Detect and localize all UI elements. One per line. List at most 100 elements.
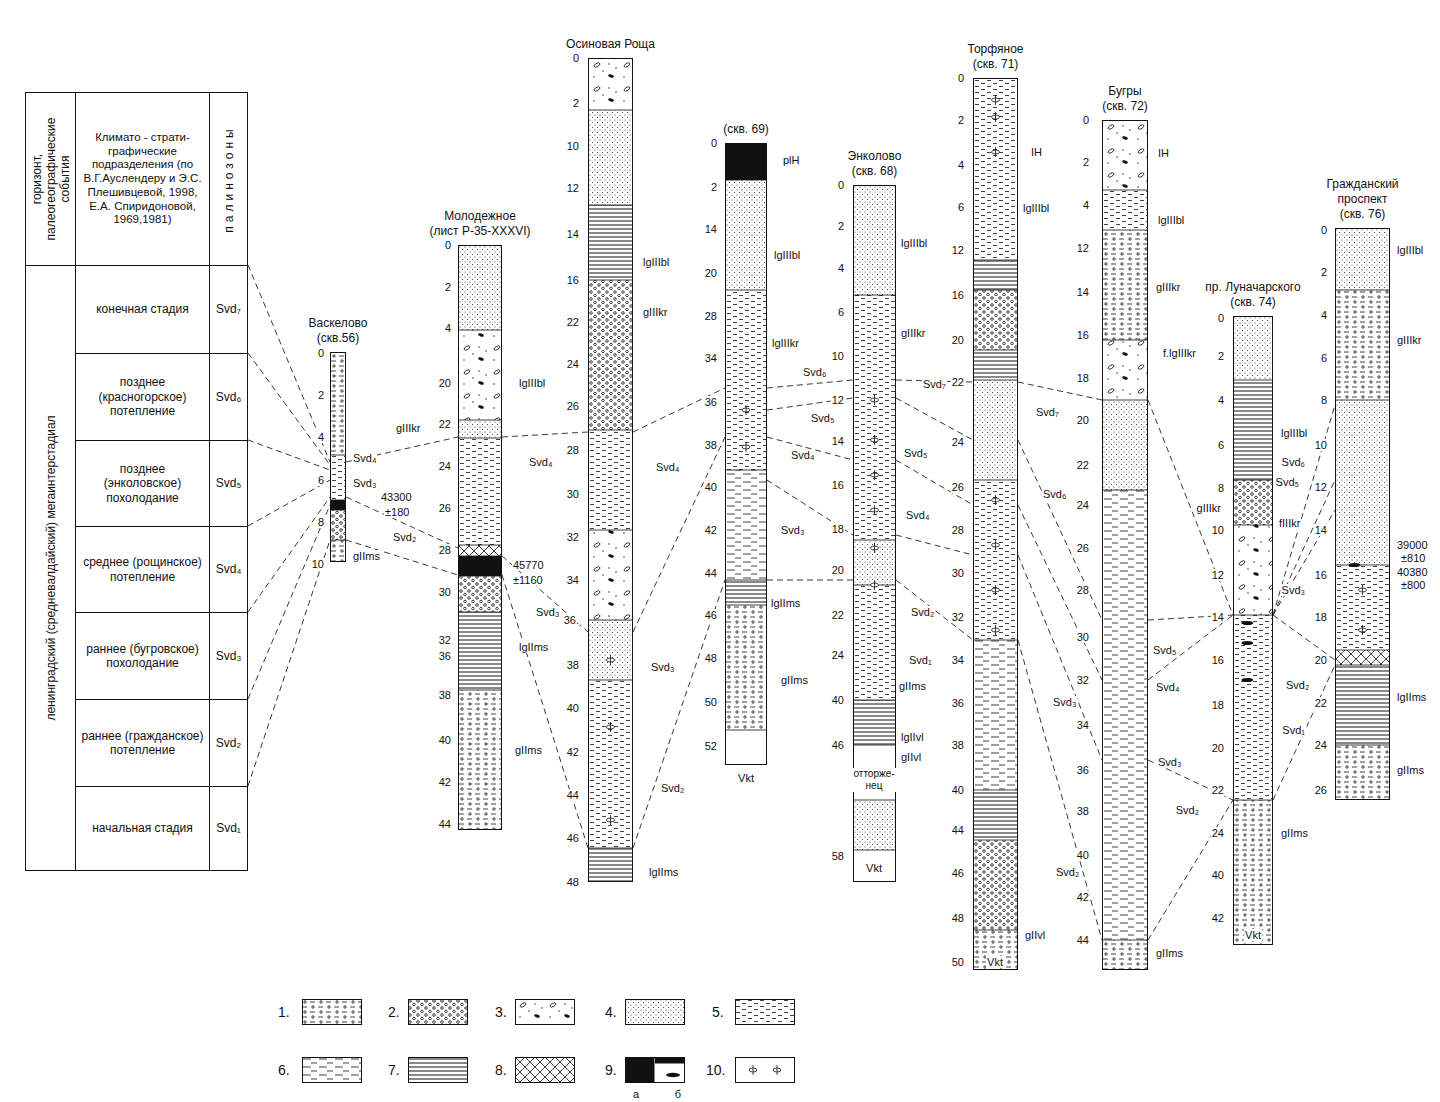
correlation-line xyxy=(248,540,330,786)
annotation-label: gIIms xyxy=(780,674,809,686)
cell-text: позднее (энколовское) похолодание xyxy=(80,462,205,505)
annotation-label: Vkt xyxy=(1244,929,1262,941)
annotation-label: отторже- нец xyxy=(851,768,897,792)
lithology-layer xyxy=(726,290,766,470)
annotation-label: 34 xyxy=(566,574,580,586)
annotation-label: 14 xyxy=(1314,524,1328,536)
cell-body: Svd₂ xyxy=(210,700,247,786)
layer-boundary xyxy=(459,545,501,546)
lithology-layer xyxy=(331,500,345,510)
legend-number: 3. xyxy=(495,999,507,1025)
legend-item: 7. xyxy=(388,1057,400,1083)
annotation-label: 14 xyxy=(831,435,845,447)
annotation-label: 44 xyxy=(566,789,580,801)
annotation-label: ±800 xyxy=(1400,579,1426,591)
annotation-label: 46 xyxy=(704,609,718,621)
cell-body: Svd₆ xyxy=(210,354,247,440)
lithology-layer xyxy=(1103,121,1147,190)
annotation-label: gIIms xyxy=(1396,764,1425,776)
annotation-label: Svd₅ xyxy=(903,447,928,459)
column-title: (скв. 76) xyxy=(1308,207,1418,222)
annotation-label: plH xyxy=(782,154,801,166)
correlation-line xyxy=(1018,440,1102,620)
layer-boundary xyxy=(726,580,766,581)
pollen-symbol xyxy=(1362,585,1363,595)
layer-boundary xyxy=(589,430,632,431)
annotation-label: lgIIIbl xyxy=(1396,244,1424,256)
annotation-label: 4 xyxy=(444,322,452,334)
legend-number: 4. xyxy=(605,999,617,1025)
layer-boundary xyxy=(854,800,895,801)
cell-text: Svd₄ xyxy=(216,562,242,576)
lithology-layer xyxy=(331,540,345,561)
pollen-symbol xyxy=(610,655,611,665)
annotation-label: 40 xyxy=(1076,849,1090,861)
annotation-label: Svd₇ xyxy=(922,378,947,390)
lithology-layer xyxy=(589,110,632,205)
annotation-label: 6 xyxy=(317,474,325,486)
layer-boundary xyxy=(1336,745,1389,746)
lithology-layer xyxy=(726,605,766,730)
annotation-label: 10 xyxy=(1211,524,1225,536)
borehole-column: (скв. 69) xyxy=(725,143,767,765)
annotation-label: 2 xyxy=(957,114,965,126)
layer-boundary xyxy=(1234,380,1272,381)
annotation-label: 8 xyxy=(317,516,325,528)
lithology-layer xyxy=(1103,230,1147,340)
lithology-column xyxy=(1103,121,1147,969)
layer-boundary xyxy=(1103,230,1147,231)
annotation-label: 6 xyxy=(1320,352,1328,364)
borehole-column: Осиновая Роща xyxy=(588,58,633,882)
annotation-label: 42 xyxy=(1076,891,1090,903)
lithology-layer xyxy=(1103,400,1147,490)
cell-text: Svd₃ xyxy=(216,649,242,663)
annotation-label: Svd₅ xyxy=(810,412,835,424)
lithology-layer xyxy=(974,79,1017,260)
swatch-fill xyxy=(516,1058,575,1083)
column-heading: Гражданский проспект(скв. 76) xyxy=(1308,177,1418,222)
annotation-label: Svd₃ xyxy=(352,477,377,489)
layer-boundary xyxy=(1234,525,1272,526)
lithology-layer xyxy=(854,540,895,585)
pollen-symbol xyxy=(874,505,875,515)
correlation-line xyxy=(502,575,588,848)
borehole-column: Торфяное(скв. 71) xyxy=(973,78,1018,970)
borehole-column: Бугры(скв. 72) xyxy=(1102,120,1148,970)
annotation-label: 14 xyxy=(1076,286,1090,298)
correlation-line xyxy=(1273,665,1335,800)
annotation-label: 36 xyxy=(1076,764,1090,776)
legend-item: 6. xyxy=(278,1057,290,1083)
table-cell: горизонт, палеогеографические события xyxy=(25,92,76,266)
annotation-label: 38 xyxy=(951,739,965,751)
pollen-symbol xyxy=(995,112,996,122)
legend-number: 8. xyxy=(495,1057,507,1083)
annotation-label: Svd₄ xyxy=(352,452,377,464)
lithology-layer xyxy=(1234,615,1272,800)
annotation-label: 34 xyxy=(1076,719,1090,731)
annotation-label: Svd₃ xyxy=(1157,756,1182,768)
correlation-line xyxy=(346,497,458,548)
correlation-line xyxy=(1018,505,1102,680)
lithology-layer xyxy=(854,295,895,540)
annotation-label: ±810 xyxy=(1400,552,1426,564)
legend-number: 9. xyxy=(605,1057,617,1083)
annotation-label: 20 xyxy=(1076,414,1090,426)
layer-boundary xyxy=(974,640,1017,641)
vertical-text: горизонт, палеогеографические события xyxy=(30,98,72,261)
swatch-fill xyxy=(303,1058,362,1083)
correlation-line xyxy=(1148,800,1233,940)
annotation-label: Svd₃ xyxy=(1052,696,1077,708)
column-heading: Васкелово(скв.56) xyxy=(308,316,367,346)
lithology-layer xyxy=(1103,940,1147,969)
annotation-label: Svd₄ xyxy=(905,509,930,521)
correlation-line xyxy=(502,556,588,632)
cell-text: среднее (рощинское) потепление xyxy=(80,555,205,584)
annotation-label: lgIIIbl xyxy=(900,237,928,249)
peat-lens xyxy=(1241,678,1253,682)
swatch-fill xyxy=(736,1000,795,1025)
annotation-label: 30 xyxy=(1076,631,1090,643)
layer-boundary xyxy=(974,290,1017,291)
pollen-symbol xyxy=(995,625,996,635)
annotation-label: Svd₂ xyxy=(392,531,417,543)
